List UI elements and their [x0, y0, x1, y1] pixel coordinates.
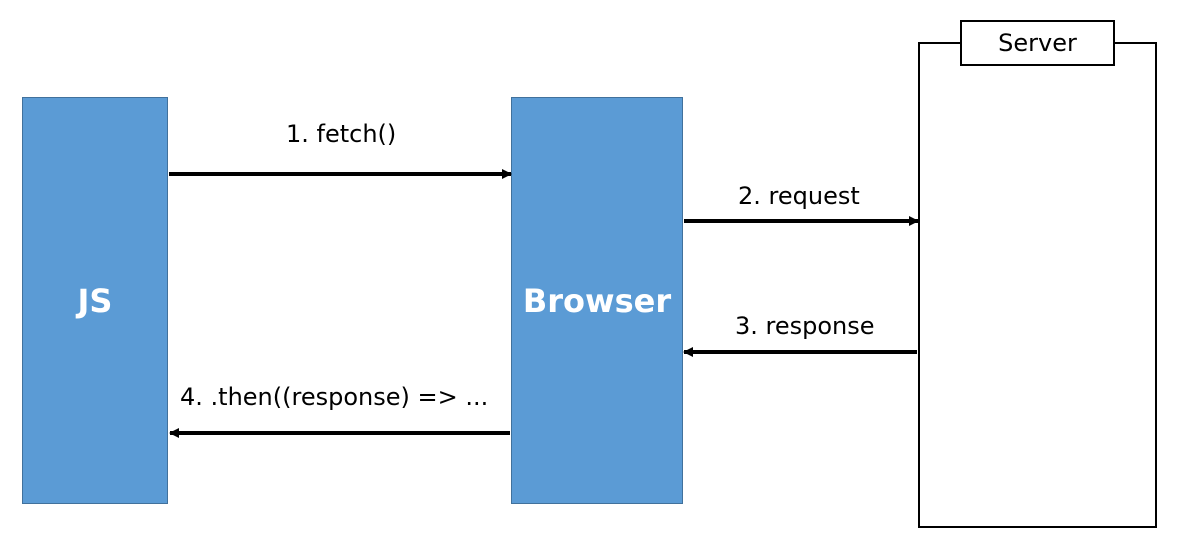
arrow-label-then: 4. .then((response) => ... [180, 383, 489, 411]
arrow-label-response: 3. response [735, 312, 875, 340]
arrow-label-fetch: 1. fetch() [286, 120, 397, 148]
browser-node-label: Browser [522, 281, 672, 320]
arrow-label-request: 2. request [738, 182, 860, 210]
server-node-tab: Server [960, 20, 1115, 66]
server-node [918, 42, 1157, 528]
browser-node: Browser [511, 97, 683, 504]
server-node-label: Server [998, 29, 1077, 57]
js-node-label: JS [77, 281, 113, 320]
js-node: JS [22, 97, 168, 504]
